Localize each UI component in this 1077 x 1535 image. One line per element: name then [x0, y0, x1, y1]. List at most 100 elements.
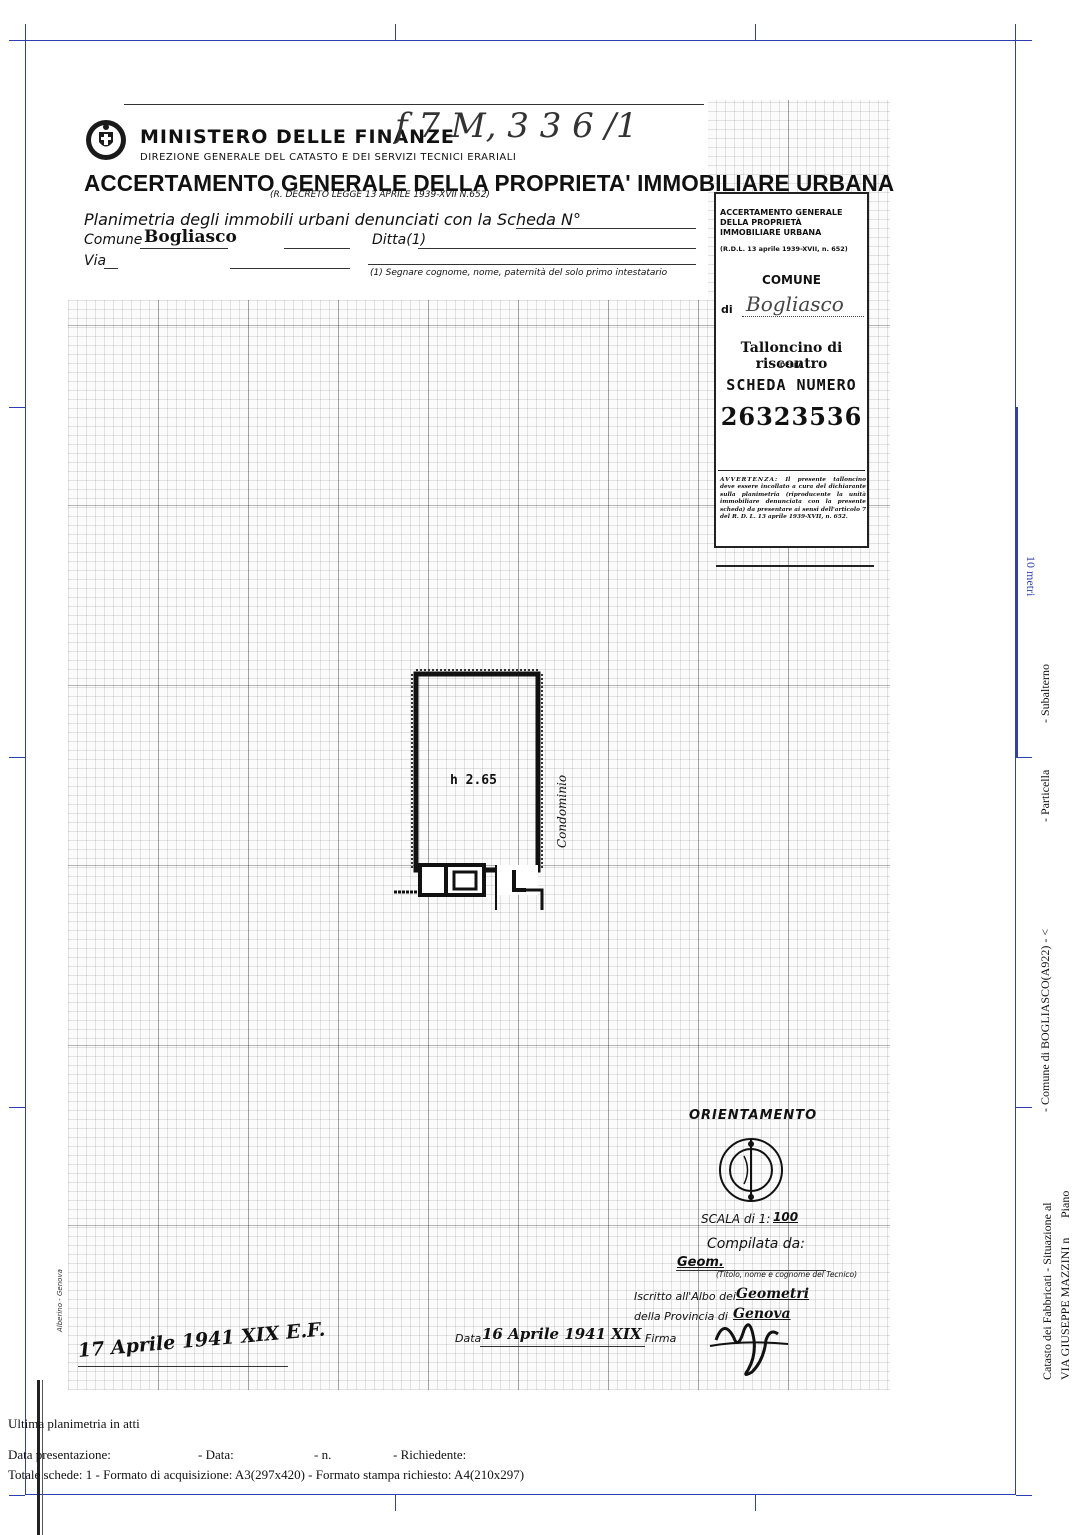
- comune-line: [140, 248, 228, 249]
- crop-mark: [9, 757, 25, 758]
- receipt-warning: AVVERTENZA: Il presente talloncino deve …: [720, 477, 866, 521]
- crop-mark: [1015, 24, 1016, 40]
- margin-particella: - Particella: [1038, 769, 1052, 822]
- orientation-label: ORIENTAMENTO: [689, 1108, 818, 1123]
- binding-bar: [42, 1380, 43, 1535]
- grid-line: [68, 325, 890, 326]
- document-title: ACCERTAMENTO GENERALE DELLA PROPRIETA' I…: [84, 170, 895, 196]
- handwritten-date-line: [78, 1366, 288, 1367]
- grid-line: [248, 100, 249, 1390]
- page-frame: [25, 40, 1016, 1495]
- signature-mark: [709, 1323, 789, 1377]
- scale-bar: [1016, 407, 1018, 757]
- masthead-area: [68, 100, 708, 300]
- crop-mark: [9, 407, 25, 408]
- margin-comune: - Comune di BOGLIASCO(A922) - <: [1038, 928, 1052, 1112]
- province-value: Genova: [733, 1306, 791, 1322]
- ditta-line-2: [368, 264, 696, 265]
- crop-mark: [1016, 1495, 1032, 1496]
- tear-off-receipt: [714, 192, 869, 548]
- scheda-line: [516, 228, 696, 229]
- handwritten-reference: f 7 M, 3 3 6 /1: [395, 106, 638, 146]
- footer-requester: - Richiedente:: [393, 1447, 467, 1462]
- grid-line: [68, 685, 890, 686]
- grid-line: [698, 100, 699, 1390]
- state-emblem-icon: [86, 120, 126, 160]
- footnote: (1) Segnare cognome, nome, paternità del…: [370, 268, 668, 278]
- receipt-dotted-line: [742, 316, 864, 317]
- footer-presentation-date: Data presentazione:: [8, 1447, 111, 1462]
- via-label: Via: [84, 253, 107, 269]
- margin-catasto: Catasto dei Fabbricati - Situazione al: [1040, 1202, 1054, 1380]
- crop-mark: [9, 40, 25, 41]
- crop-mark: [395, 1495, 396, 1511]
- crop-mark: [9, 1107, 25, 1108]
- comune-label: Comune: [84, 232, 143, 248]
- plan-title: Planimetria degli immobili urbani denunc…: [84, 210, 581, 229]
- scale-label: SCALA di 1:: [701, 1212, 771, 1226]
- receipt-comune-name: Bogliasco: [746, 292, 844, 316]
- comune-line-2: [284, 248, 350, 249]
- scale-bar-label: 10 metri: [1024, 556, 1038, 597]
- ministry-name: MINISTERO DELLE FINANZE: [140, 126, 455, 148]
- margin-piano: Piano: [1058, 1190, 1072, 1218]
- margin-via: VIA GIUSEPPE MAZZINI n: [1058, 1237, 1072, 1380]
- compiled-line: [676, 1270, 826, 1271]
- receipt-warning-label: AVVERTENZA:: [720, 477, 779, 483]
- ditta-label: Ditta(1): [372, 232, 427, 248]
- crop-mark: [9, 1495, 25, 1496]
- neighbor-label: Condominio: [555, 774, 569, 848]
- receipt-comune-label: COMUNE: [762, 273, 821, 287]
- register-value: Geometri: [736, 1286, 810, 1302]
- receipt-warning-text: Il presente talloncino deve essere incol…: [720, 477, 867, 521]
- ditta-line: [418, 248, 696, 249]
- binding-bar: [37, 1380, 40, 1535]
- receipt-di-label: di: [721, 303, 733, 316]
- compiled-by-label: Compilata da:: [707, 1236, 805, 1252]
- grid-line: [518, 100, 519, 1390]
- crop-mark: [25, 24, 26, 40]
- grid-line: [428, 100, 429, 1390]
- technician-note: (Titolo, nome e cognome del Tecnico): [716, 1270, 858, 1279]
- province-label: della Provincia di: [634, 1310, 728, 1323]
- signature-label: Firma: [645, 1332, 677, 1345]
- via-line: [104, 268, 118, 269]
- register-label: Iscritto all'Albo dei: [634, 1290, 736, 1303]
- crop-mark: [395, 24, 396, 40]
- footer-totals: Totale schede: 1 - Formato di acquisizio…: [8, 1467, 525, 1482]
- receipt-reference: (R.D.L. 13 aprile 1939-XVII, n. 652): [720, 245, 848, 253]
- scale-value: 100: [773, 1210, 799, 1224]
- receipt-bottom-rule: [716, 565, 874, 567]
- top-rule: [124, 104, 704, 105]
- decree-reference: (R. DECRETO LEGGE 13 APRILE 1939-XVII N.…: [270, 190, 490, 200]
- crop-mark: [1016, 757, 1032, 758]
- crop-mark: [755, 24, 756, 40]
- grid-line: [158, 100, 159, 1390]
- directorate-name: DIREZIONE GENERALE DEL CATASTO E DEI SER…: [140, 152, 517, 163]
- compass-icon: [719, 1138, 783, 1202]
- technician-title: Geom.: [677, 1255, 724, 1270]
- receipt-scheda-label: SCHEDA NUMERO: [726, 376, 857, 394]
- footer-date: - Data:: [198, 1447, 234, 1462]
- footer-last-plan: Ultima planimetria in atti: [8, 1416, 140, 1431]
- grid-line: [68, 1225, 890, 1226]
- footer-number: - n.: [314, 1447, 332, 1462]
- crop-mark: [1016, 40, 1032, 41]
- grid-line: [338, 100, 339, 1390]
- via-line-2: [230, 268, 350, 269]
- date-value: 16 Aprile 1941 XIX: [482, 1325, 642, 1343]
- crop-mark: [755, 1495, 756, 1511]
- margin-stamp: Alberino - Genova: [56, 1269, 64, 1332]
- receipt-heading: ACCERTAMENTO GENERALE DELLA PROPRIETÀ IM…: [720, 208, 843, 237]
- receipt-talloncino: Talloncino di riscontro: [740, 340, 843, 372]
- floor-plan-drawing: [394, 669, 544, 910]
- grid-line: [788, 100, 789, 1390]
- comune-value: Bogliasco: [144, 227, 237, 247]
- receipt-separator: [718, 470, 865, 471]
- room-height-label: h 2.65: [450, 773, 497, 788]
- grid-line: [68, 1045, 890, 1046]
- grid-line: [68, 505, 890, 506]
- crop-mark: [1016, 1107, 1032, 1108]
- date-line: [480, 1346, 645, 1347]
- receipt-scheda-number: 26323536: [720, 402, 863, 431]
